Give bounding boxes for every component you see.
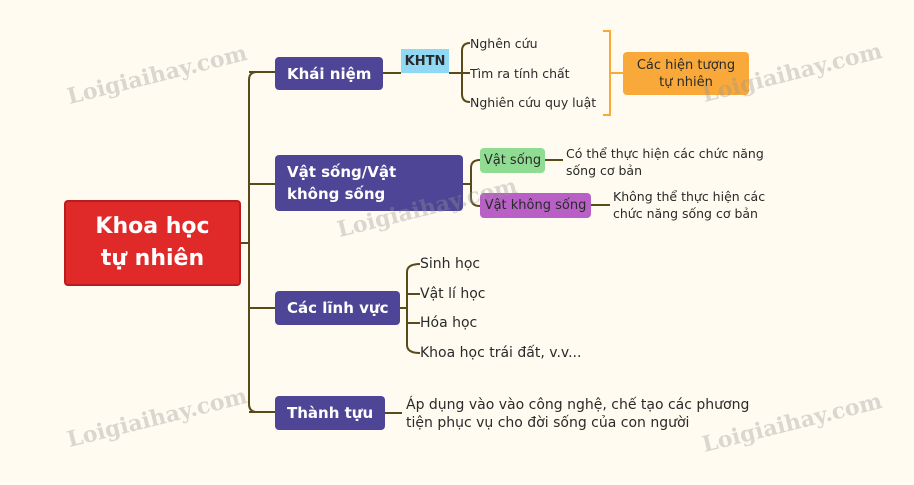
branch-living: Vật sống/Vật không sống	[275, 155, 463, 211]
root-line1: Khoa học	[95, 214, 210, 239]
khtn-label: KHTN	[404, 53, 446, 69]
concept-item: Nghiên cứu quy luật	[470, 95, 597, 110]
branch-concept: Khái niệm	[275, 57, 384, 90]
concept-item: Tìm ra tính chất	[470, 66, 570, 81]
living-desc2: sống cơ bản	[566, 163, 643, 178]
living-node: Vật sống	[480, 148, 545, 173]
nonliving-node: Vật không sống	[480, 193, 591, 218]
branch-fields-label: Các lĩnh vực	[287, 299, 389, 317]
khtn-tag: KHTN	[401, 49, 449, 73]
nonliving-label: Vật không sống	[484, 198, 587, 213]
root-node: Khoa học tự nhiên	[64, 200, 241, 286]
achievements-desc2: tiện phục vụ cho đời sống của con người	[406, 415, 690, 431]
field-item: Hóa học	[420, 315, 478, 331]
branch-achievements: Thành tựu	[275, 396, 386, 430]
concept-item: Nghên cứu	[470, 36, 538, 51]
nonliving-desc: Không thể thực hiện các chức năng sống cơ…	[613, 188, 765, 222]
achievements-desc1: Áp dụng vào vào công nghệ, chế tạo các p…	[406, 397, 750, 413]
branch-achievements-label: Thành tựu	[287, 404, 374, 422]
nonliving-desc1: Không thể thực hiện các	[613, 189, 766, 204]
root-line2: tự nhiên	[100, 246, 205, 271]
branch-concept-label: Khái niệm	[287, 64, 372, 83]
branch-fields: Các lĩnh vực	[275, 291, 401, 325]
field-item: Sinh học	[420, 256, 481, 272]
branch-living-line2: không sống	[287, 185, 386, 203]
living-label: Vật sống	[483, 153, 542, 168]
field-item: Khoa học trái đất, v.v...	[420, 345, 582, 361]
living-desc: Có thể thực hiện các chức năng sống cơ bả…	[566, 145, 764, 179]
living-desc1: Có thể thực hiện các chức năng	[566, 146, 764, 161]
branch-living-line1: Vật sống/Vật	[287, 163, 397, 181]
result-line1: Các hiện tượng	[636, 57, 736, 73]
achievements-desc: Áp dụng vào vào công nghệ, chế tạo các p…	[406, 396, 749, 432]
nonliving-desc2: chức năng sống cơ bản	[613, 206, 758, 221]
field-item: Vật lí học	[420, 286, 486, 302]
result-line2: tự nhiên	[659, 74, 713, 90]
